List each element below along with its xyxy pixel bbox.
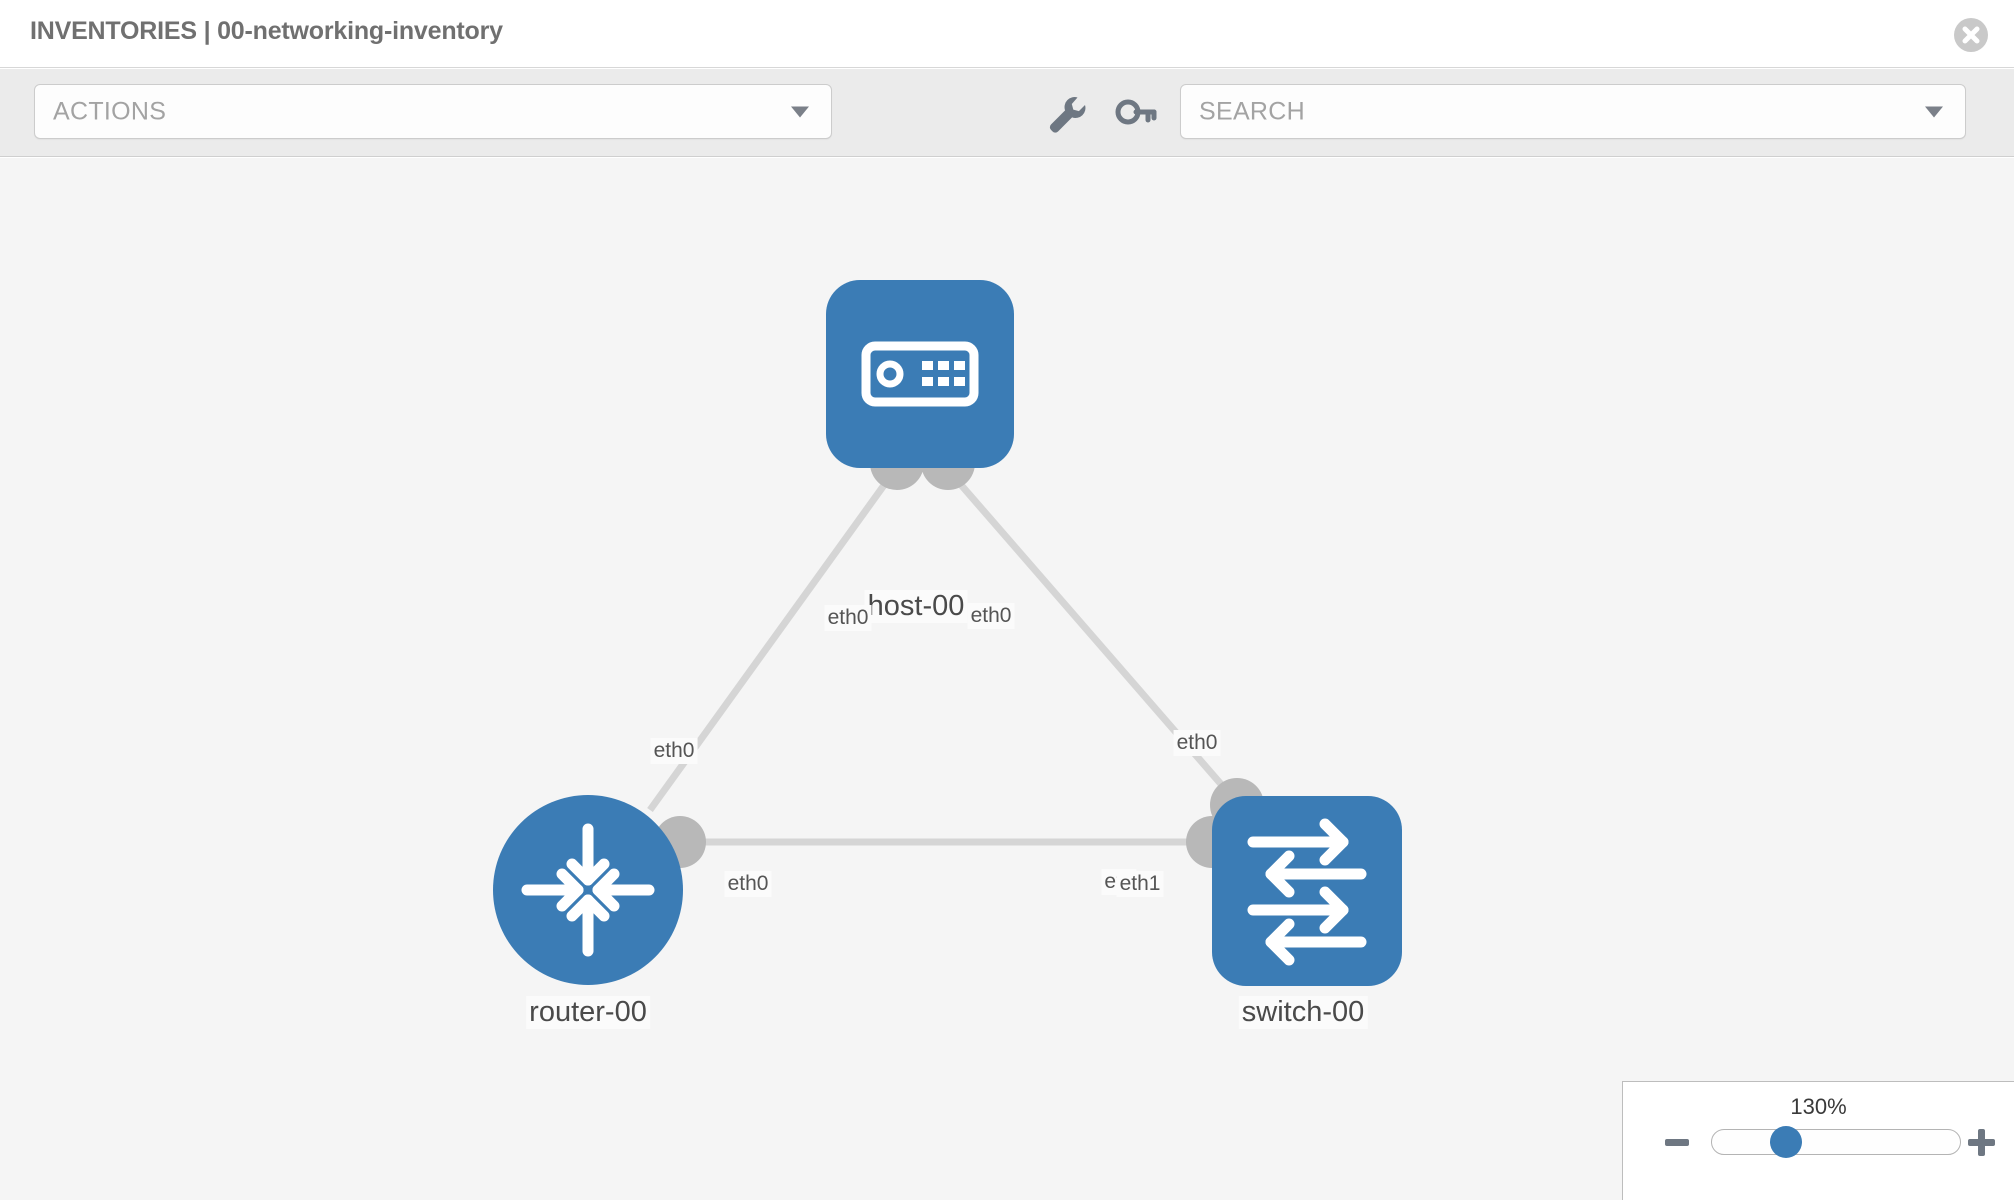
- search-input[interactable]: SEARCH: [1180, 84, 1966, 139]
- edge-label: eth0: [967, 603, 1015, 629]
- node-caption-host: host-00: [864, 590, 968, 624]
- edge-label: eth0: [824, 605, 872, 631]
- topology-canvas[interactable]: host-00 router-00 switch-00 eth0 eth0 et…: [0, 158, 2014, 1200]
- server-appliance-icon: [861, 341, 979, 407]
- key-icon[interactable]: [1114, 94, 1158, 141]
- zoom-percent-label: 130%: [1790, 1094, 1847, 1119]
- edge-label: eth0: [650, 738, 698, 764]
- port-layer: [654, 436, 1264, 868]
- close-icon[interactable]: [1954, 18, 1988, 52]
- actions-dropdown-label: ACTIONS: [53, 97, 167, 125]
- chevron-down-icon: [791, 106, 809, 117]
- zoom-control-panel: 130%: [1622, 1081, 2014, 1200]
- zoom-slider-knob[interactable]: [1770, 1126, 1802, 1158]
- node-caption-switch: switch-00: [1238, 996, 1368, 1030]
- node-switch-00[interactable]: [1212, 796, 1402, 986]
- search-placeholder: SEARCH: [1199, 97, 1305, 125]
- edge-label: eth1: [1116, 871, 1164, 897]
- edge-label: eth0: [724, 871, 772, 897]
- router-arrows-icon: [521, 823, 655, 957]
- edge-label: eth0: [1173, 730, 1221, 756]
- node-host-00[interactable]: [826, 280, 1014, 468]
- edge-layer: [647, 460, 1243, 846]
- wrench-icon[interactable]: [1046, 94, 1090, 141]
- topology-graph: [493, 280, 1402, 986]
- node-router-00[interactable]: [493, 795, 683, 985]
- actions-dropdown[interactable]: ACTIONS: [34, 84, 832, 139]
- node-caption-router: router-00: [526, 996, 650, 1030]
- zoom-out-button[interactable]: [1665, 1139, 1689, 1146]
- zoom-slider-track[interactable]: [1711, 1129, 1961, 1155]
- page-title: INVENTORIES | 00-networking-inventory: [30, 17, 503, 45]
- switch-arrows-icon: [1247, 818, 1367, 966]
- title-bar: INVENTORIES | 00-networking-inventory: [0, 0, 2014, 68]
- chevron-down-icon: [1925, 106, 1943, 117]
